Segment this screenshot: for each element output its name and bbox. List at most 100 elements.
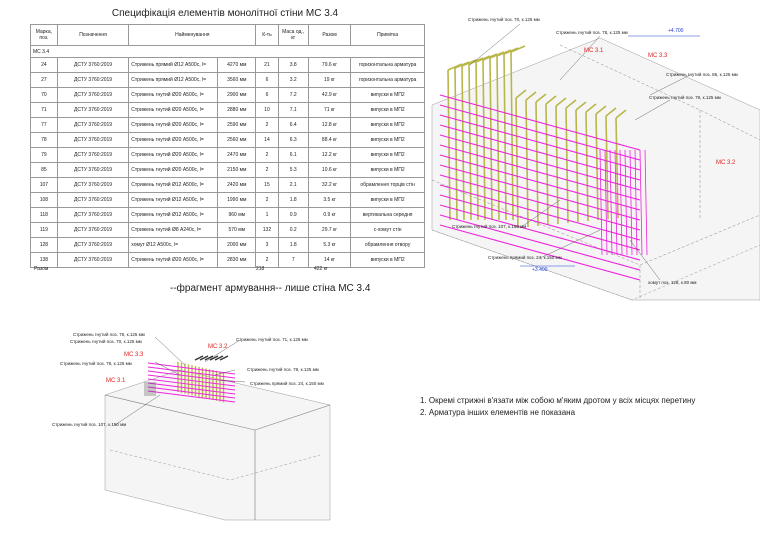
big-view-level-lines [520,35,700,267]
small-view-slab [104,369,331,521]
rebar-bar [482,53,498,61]
rebar-bar [439,124,641,181]
rebar-bar [510,51,514,221]
rebar-bar [475,55,491,63]
rebar-bar [609,149,613,256]
rebar-bar [535,101,539,227]
rebar-bar [147,374,236,387]
rebar-bar [439,144,641,201]
rebar-bar [510,45,526,53]
big-view-vertical-rebar [447,45,627,229]
rebar-bar [515,89,527,99]
rebar-bar [525,99,529,228]
big-label-pos79: Стрижень гнутий поз. 79, к.125 мм [649,95,721,100]
total-mass: 422 кг [314,266,328,272]
spec-header-row: Марка, поз. Позначення Найменування К-ть… [30,24,425,46]
small-label-pos107: Стрижень гнутий поз. 107, к.150 мм [52,422,127,427]
rebar-bar [503,47,519,55]
rebar-bar [604,149,608,256]
rebar-bar [447,63,463,71]
rebar-bar [147,386,236,399]
rebar-bar [585,103,597,113]
rebar-bar [147,382,236,395]
rebar-bar [454,61,470,69]
rebar-bar [147,378,236,391]
row-total: 14 кг [307,252,352,268]
big-label-pos85: Стрижень гнутий поз. 85, к.125 мм [666,72,738,77]
rebar-bar [565,107,569,224]
rebar-bar [439,164,641,221]
rebar-bar [595,113,599,221]
big-mark-ms31: МС 3.1 [584,48,604,54]
rebar-bar [545,95,557,105]
small-label-pos79: Стрижень гнутий поз. 79, к.125 мм [247,367,319,372]
rebar-bar [454,67,458,221]
rebar-bar [619,149,623,256]
total-label: Разом [34,266,49,272]
rebar-bar [644,149,648,256]
rebar-bar [555,97,567,107]
row-note: випуски в МП2 [350,252,425,268]
big-mark-ms33: МС 3.3 [648,53,668,59]
big-view-slab [431,37,760,301]
rebar-bar [585,111,589,222]
rebar-bar [461,65,465,221]
big-label-pos128: хомут поз. 128, к.80 мм [648,280,697,285]
big-level-top: +4.700 [668,28,684,34]
note-1: 1. Окремі стрижні в'язати між собою м'як… [420,396,696,405]
big-mark-ms32: МС 3.2 [716,160,736,166]
small-view-leaders [114,336,246,426]
rebar-bar [595,105,607,115]
rebar-bar [599,149,603,256]
rebar-bar [614,149,618,256]
fragment-caption: --фрагмент армування-- лише стіна МС 3.4 [170,283,371,294]
rebar-bar [634,149,638,256]
row-name: Стрижень гнутий Ø20 А500с, l= [128,87,219,103]
rebar-bar [615,109,627,119]
note-2: 2. Арматура інших елементів не показана [420,408,576,417]
rebar-bar [439,104,641,161]
small-label-pos24: Стрижень прямий поз. 24, к.150 мм [250,381,324,386]
small-label-pos78: Стрижень гнутий поз. 78, к.125 мм [73,332,145,337]
row-note: вертикальна середня [350,207,425,223]
rebar-bar [439,114,641,171]
rebar-bar [209,355,219,361]
rebar-bar [575,101,587,111]
small-mark-ms31: МС 3.1 [106,378,126,384]
small-mark-ms32: МС 3.2 [208,344,228,350]
big-label-pos107: Стрижень гнутий поз. 107, к.150 мм [452,224,527,229]
rebar-bar [605,115,609,220]
rebar-bar [204,355,214,361]
rebar-bar [496,49,512,57]
rebar-bar [439,154,641,211]
big-label-pos70: Стрижень гнутий поз. 70, к.125 мм [468,17,540,22]
row-name: Стрижень гнутий Ø20 А500с, l= [128,252,219,268]
rebar-bar [496,55,500,221]
header-total: Разом [307,24,352,46]
small-label-pos71: Стрижень гнутий поз. 71, к.125 мм [236,337,308,342]
rebar-bar [639,149,643,256]
big-label-pos78: Стрижень гнутий поз. 78, к.125 мм [556,30,628,35]
big-view-horizontal-rebar [439,94,648,281]
rebar-bar [475,61,479,221]
rebar-bar [605,107,617,117]
rebar-bar [565,99,577,109]
rebar-bar [555,105,559,225]
big-level-bottom: +3.400 [532,267,548,273]
spec-total-row: Разом 218 422 кг [30,264,425,274]
spec-table: Марка, поз. Позначення Найменування К-ть… [30,24,425,268]
rebar-bar [439,224,641,281]
